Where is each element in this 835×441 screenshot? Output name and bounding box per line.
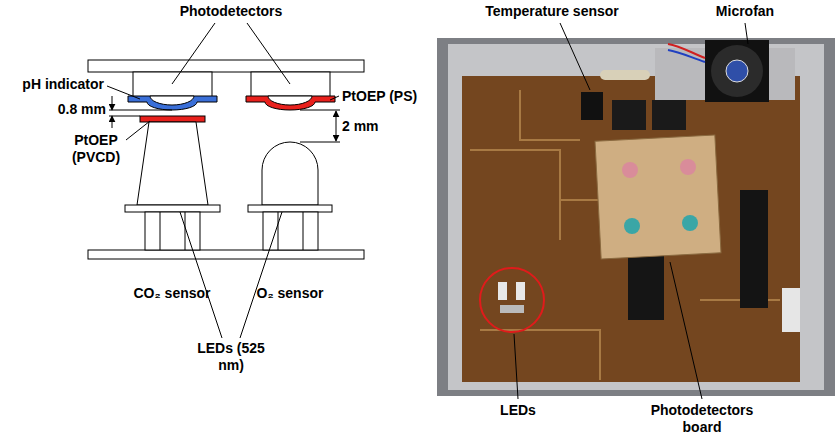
relay bbox=[652, 100, 686, 130]
photodetector bbox=[624, 218, 640, 234]
dimension-tick bbox=[300, 142, 340, 143]
ic-chip bbox=[740, 190, 768, 308]
part-label: LEDs (525 nm) bbox=[196, 340, 266, 374]
photodetector-dome bbox=[268, 96, 312, 105]
ic-chip bbox=[628, 250, 664, 320]
photodetector-dome bbox=[150, 96, 194, 105]
fan-rotor bbox=[711, 45, 763, 97]
dimension-tick bbox=[300, 110, 340, 111]
bottom-plate bbox=[88, 250, 364, 259]
part-label: LEDs bbox=[500, 402, 536, 419]
leader-line bbox=[514, 334, 518, 399]
part-label: PtOEP (PVCD) bbox=[64, 132, 128, 166]
led bbox=[498, 282, 507, 300]
dimension-label: 2 mm bbox=[342, 118, 379, 135]
leader-line bbox=[330, 96, 339, 100]
glass-component bbox=[600, 70, 650, 80]
connector bbox=[782, 288, 800, 332]
ph-indicator-layer bbox=[128, 96, 217, 110]
photodetectors-board bbox=[595, 135, 721, 259]
leader-line bbox=[670, 262, 702, 399]
led-lead bbox=[160, 212, 161, 250]
part-label: Temperature sensor bbox=[485, 3, 619, 20]
led-base bbox=[145, 212, 200, 250]
dimension-tick bbox=[109, 110, 172, 111]
led-lead bbox=[185, 212, 186, 250]
photodetector bbox=[622, 162, 638, 178]
led bbox=[516, 282, 525, 300]
leader-line bbox=[247, 23, 290, 84]
photodetector bbox=[680, 159, 696, 175]
fan-wire bbox=[668, 50, 705, 62]
top-plate bbox=[88, 60, 364, 72]
leader-line bbox=[745, 23, 748, 44]
sensor-label: O₂ sensor bbox=[257, 285, 324, 302]
photodetector-housing bbox=[133, 72, 212, 98]
leader-line bbox=[240, 212, 282, 338]
circuit-board bbox=[462, 76, 800, 382]
dimension-arrow bbox=[112, 116, 113, 128]
led-base bbox=[500, 305, 524, 313]
led-flange bbox=[125, 205, 220, 212]
part-label: PtOEP (PS) bbox=[342, 88, 417, 105]
leader-line bbox=[107, 86, 140, 99]
temperature-sensor-chip bbox=[581, 92, 603, 120]
photodetector bbox=[682, 215, 698, 231]
leader-line bbox=[180, 212, 222, 338]
part-label: Photodetectors board bbox=[644, 402, 760, 436]
part-label: Microfan bbox=[716, 3, 774, 20]
led-lead bbox=[278, 212, 279, 250]
dimension-arrow bbox=[112, 96, 113, 110]
dimension-arrow bbox=[336, 111, 337, 141]
fan-frame bbox=[705, 40, 769, 102]
dimension-tick bbox=[109, 116, 140, 117]
pcb-traces bbox=[470, 90, 780, 380]
led-flange bbox=[248, 205, 332, 212]
photo-background bbox=[437, 38, 835, 396]
part-label: Photodetectors bbox=[180, 3, 283, 20]
relay bbox=[612, 100, 646, 130]
leader-line bbox=[560, 23, 590, 90]
leader-line bbox=[126, 121, 150, 140]
leader-line bbox=[172, 23, 215, 84]
part-label: pH indicator bbox=[22, 76, 104, 93]
dimension-label: 0.8 mm bbox=[58, 101, 106, 118]
ptoep-ps-layer bbox=[246, 96, 335, 110]
led-lead bbox=[303, 212, 304, 250]
led-body bbox=[137, 122, 208, 205]
photodetector-housing bbox=[251, 72, 330, 98]
led-body bbox=[262, 142, 318, 205]
highlight-circle bbox=[480, 268, 544, 332]
sensor-label: CO₂ sensor bbox=[133, 285, 210, 302]
fan-hub bbox=[726, 60, 748, 82]
